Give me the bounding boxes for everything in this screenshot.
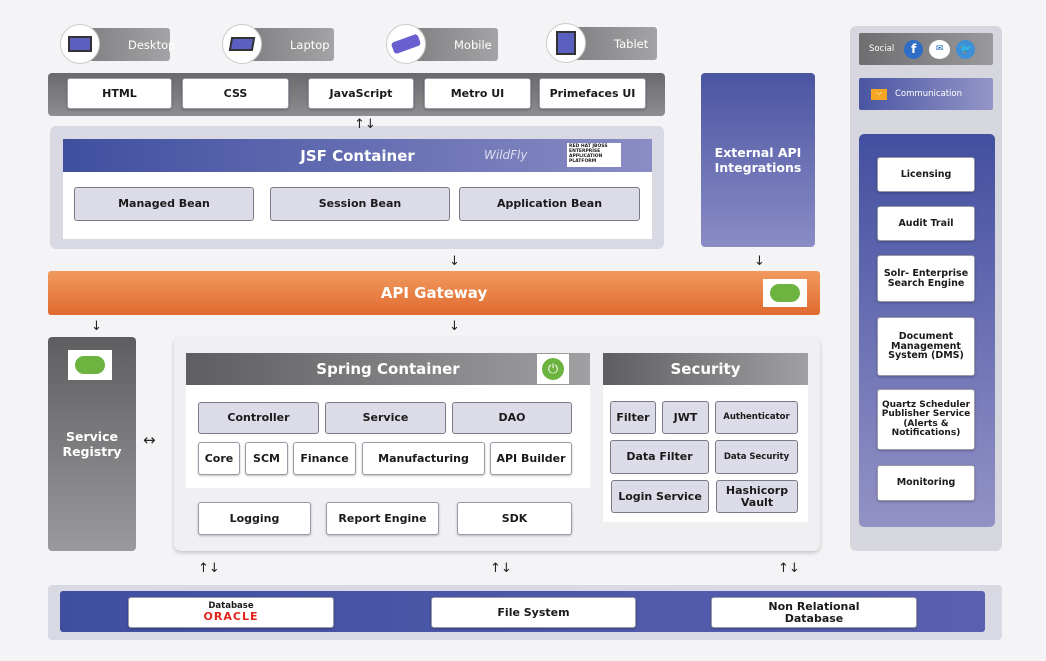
jsf-title: JSF Container bbox=[300, 146, 415, 165]
spring-header: Spring Container bbox=[186, 353, 590, 385]
external-api-integrations: External API Integrations bbox=[701, 73, 815, 247]
spring-boot-power-icon: ⏻ bbox=[537, 354, 569, 384]
oracle-database: Database ORACLE bbox=[128, 597, 334, 628]
service-quartz-scheduler: Quartz Scheduler Publisher Service (Aler… bbox=[877, 389, 975, 450]
tablet-icon bbox=[546, 23, 586, 63]
arrow-down-icon: ↓ bbox=[449, 319, 460, 334]
scm-module: SCM bbox=[245, 442, 288, 475]
report-engine: Report Engine bbox=[326, 502, 439, 535]
finance-module: Finance bbox=[293, 442, 356, 475]
api-builder-module: API Builder bbox=[490, 442, 572, 475]
service-licensing: Licensing bbox=[877, 157, 975, 192]
facebook-icon[interactable]: f bbox=[904, 39, 924, 59]
bidirectional-arrow-icon: ↔ bbox=[143, 431, 156, 449]
wildfly-logo: WildFly bbox=[484, 148, 528, 162]
outlook-icon[interactable]: ✉ bbox=[929, 39, 951, 59]
api-gateway-label: API Gateway bbox=[380, 284, 488, 302]
security-hashicorp-vault: Hashicorp Vault bbox=[716, 480, 798, 513]
controller: Controller bbox=[198, 402, 319, 434]
arrow-down-icon: ↓ bbox=[91, 319, 102, 334]
jboss-logo: RED HAT JBOSS ENTERPRISE APPLICATION PLA… bbox=[567, 143, 621, 167]
dao: DAO bbox=[452, 402, 572, 434]
service-solr-search: Solr- Enterprise Search Engine bbox=[877, 255, 975, 302]
service-monitoring: Monitoring bbox=[877, 465, 975, 501]
bidirectional-arrow-icon: ↑↓ bbox=[778, 561, 800, 576]
device-label: Laptop bbox=[290, 37, 330, 52]
security-filter: Filter bbox=[610, 401, 656, 434]
service: Service bbox=[325, 402, 446, 434]
device-label: Desktop bbox=[128, 37, 176, 52]
external-api-label: External API Integrations bbox=[714, 145, 802, 175]
oracle-logo: ORACLE bbox=[203, 610, 259, 624]
core-module: Core bbox=[198, 442, 240, 475]
tech-javascript: JavaScript bbox=[308, 78, 414, 109]
service-registry-label: Service Registry bbox=[62, 429, 122, 459]
communication-label: Communication bbox=[895, 89, 962, 99]
desktop-icon bbox=[60, 24, 100, 64]
arrow-down-icon: ↓ bbox=[449, 254, 460, 269]
security-data-security: Data Security bbox=[715, 440, 798, 474]
security-authenticator: Authenticator bbox=[715, 401, 798, 434]
security-login-service: Login Service bbox=[611, 480, 709, 513]
bidirectional-arrow-icon: ↑↓ bbox=[354, 117, 376, 132]
sdk: SDK bbox=[457, 502, 572, 535]
tech-metro-ui: Metro UI bbox=[424, 78, 531, 109]
bidirectional-arrow-icon: ↑↓ bbox=[490, 561, 512, 576]
spring-title: Spring Container bbox=[316, 360, 460, 378]
mail-icon: ⌵ bbox=[871, 88, 887, 100]
device-label: Tablet bbox=[614, 36, 649, 51]
laptop-icon bbox=[222, 24, 262, 64]
tech-css: CSS bbox=[182, 78, 289, 109]
tech-html: HTML bbox=[67, 78, 172, 109]
mobile-icon bbox=[386, 24, 426, 64]
api-gateway: API Gateway bbox=[48, 271, 820, 315]
spring-cloud-logo bbox=[68, 350, 112, 380]
arrow-down-icon: ↓ bbox=[754, 254, 765, 269]
application-bean: Application Bean bbox=[459, 187, 640, 221]
twitter-icon[interactable]: 🐦 bbox=[956, 39, 976, 59]
jsf-header: JSF Container bbox=[63, 139, 652, 172]
social-bar: Social f ✉ 🐦 bbox=[859, 33, 993, 65]
non-relational-database: Non Relational Database bbox=[711, 597, 917, 628]
security-data-filter: Data Filter bbox=[610, 440, 709, 474]
communication-bar: ⌵ Communication bbox=[859, 78, 993, 110]
security-title: Security bbox=[670, 360, 741, 378]
bidirectional-arrow-icon: ↑↓ bbox=[198, 561, 220, 576]
service-dms: Document Management System (DMS) bbox=[877, 317, 975, 376]
device-label: Mobile bbox=[454, 37, 492, 52]
database-label: Database bbox=[208, 601, 254, 612]
tech-primefaces-ui: Primefaces UI bbox=[539, 78, 646, 109]
security-header: Security bbox=[603, 353, 808, 385]
manufacturing-module: Manufacturing bbox=[362, 442, 485, 475]
social-label: Social bbox=[869, 44, 895, 54]
security-jwt: JWT bbox=[662, 401, 709, 434]
file-system: File System bbox=[431, 597, 636, 628]
session-bean: Session Bean bbox=[270, 187, 450, 221]
managed-bean: Managed Bean bbox=[74, 187, 254, 221]
logging: Logging bbox=[198, 502, 311, 535]
spring-cloud-logo bbox=[763, 279, 807, 307]
service-audit-trail: Audit Trail bbox=[877, 206, 975, 241]
